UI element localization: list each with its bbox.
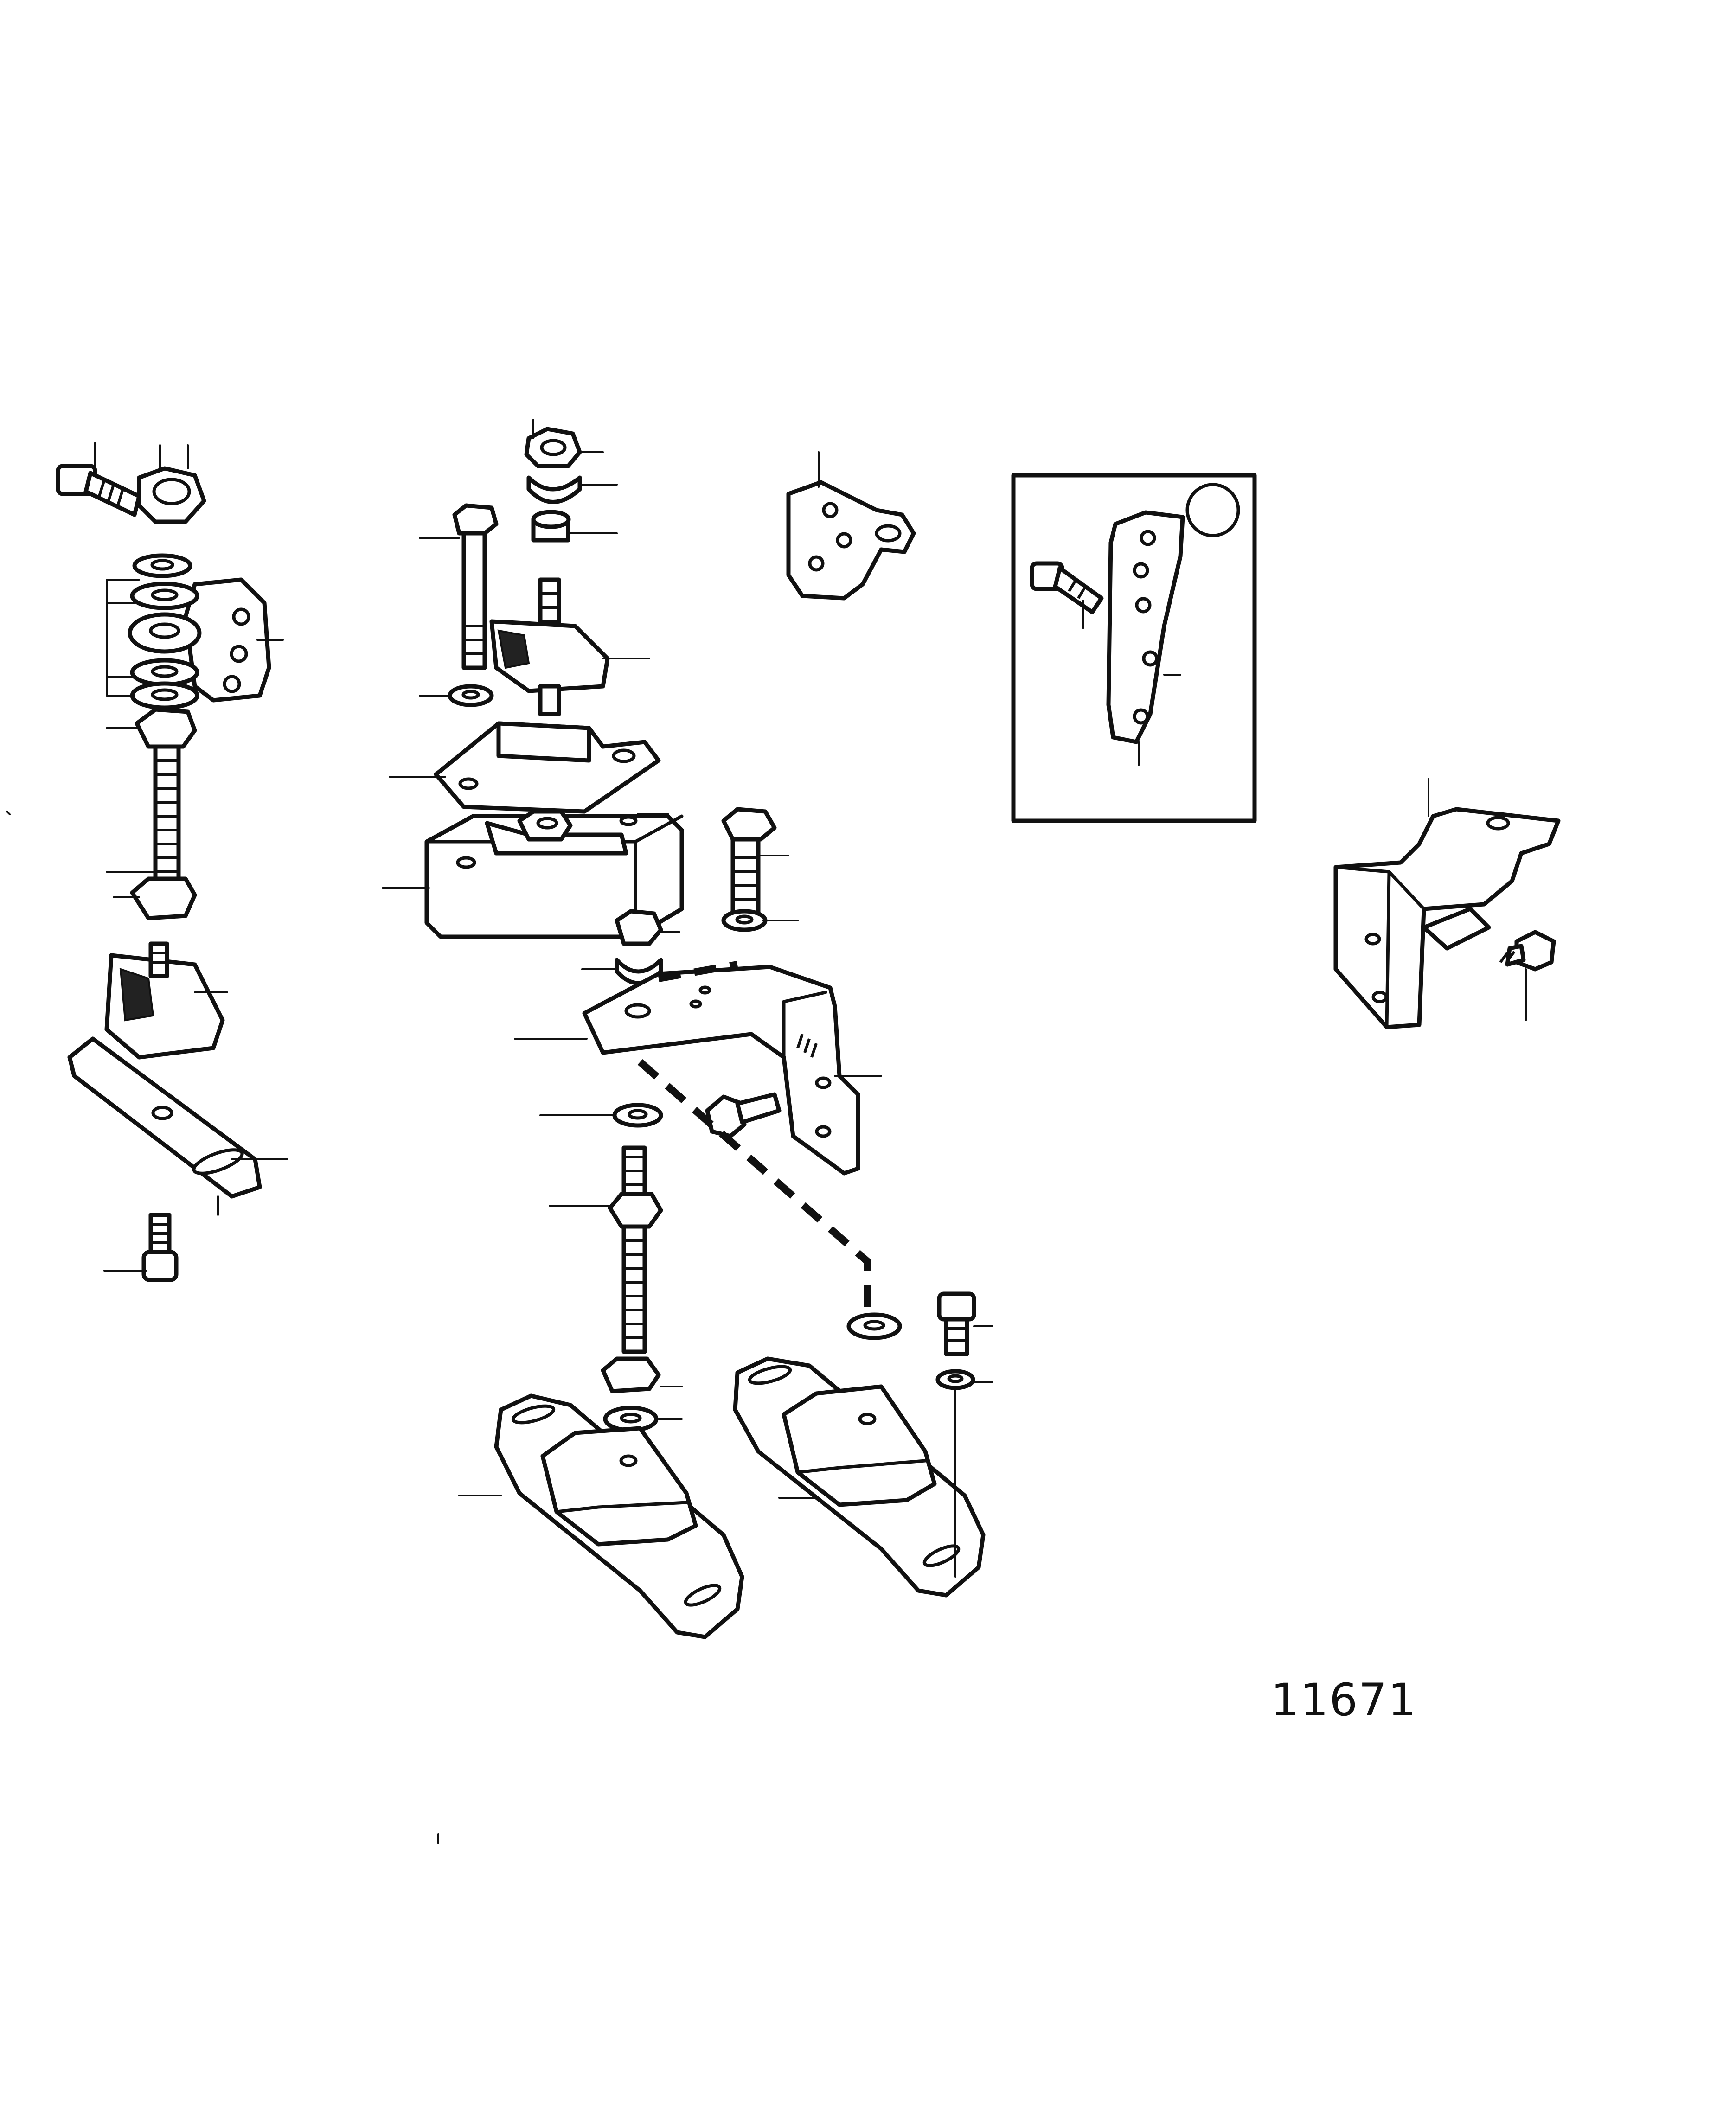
center-mount-assembly: [382, 419, 684, 939]
bolt: [1030, 561, 1104, 614]
left-mount-assembly: [56, 442, 288, 1282]
long-bolt: [452, 503, 499, 670]
alignment-line: [658, 961, 738, 982]
rubber-block: [489, 619, 610, 716]
bolt: [56, 464, 141, 517]
spacer-tube: [1422, 907, 1491, 951]
small-triangle-bracket: [786, 451, 916, 601]
scan-mark: [6, 811, 11, 815]
l-bracket: [582, 965, 860, 1176]
base-plate: [67, 1036, 262, 1199]
strap-plate: [1106, 510, 1185, 744]
mounting-bracket: [434, 721, 661, 814]
bolt: [721, 807, 777, 916]
center-lower-assembly: [514, 807, 882, 1432]
alignment-line: [637, 1059, 871, 1308]
rubber-mount-large-left: [458, 1393, 744, 1639]
rubber-mount: [104, 941, 225, 1060]
nut: [524, 427, 582, 468]
rubber-mount-large-right: [733, 1356, 986, 1598]
right-z-bracket: [1333, 778, 1561, 1029]
inset-marker-circle: [1185, 483, 1240, 537]
spacer-block: [424, 809, 684, 939]
nut: [137, 466, 206, 524]
small-bolt: [935, 1291, 993, 1578]
washer-stack: [128, 553, 202, 710]
small-bolt: [141, 1213, 179, 1282]
threaded-stud: [608, 1145, 663, 1354]
bolt: [705, 1092, 782, 1138]
cup-washer: [526, 475, 582, 504]
inset-detail-box: [1011, 473, 1257, 823]
nut: [601, 1356, 661, 1393]
bolt: [1499, 930, 1556, 972]
spacer: [531, 510, 571, 543]
figure-number: 11671: [1271, 1674, 1417, 1726]
threaded-stud: [130, 707, 197, 920]
nut: [615, 909, 663, 946]
